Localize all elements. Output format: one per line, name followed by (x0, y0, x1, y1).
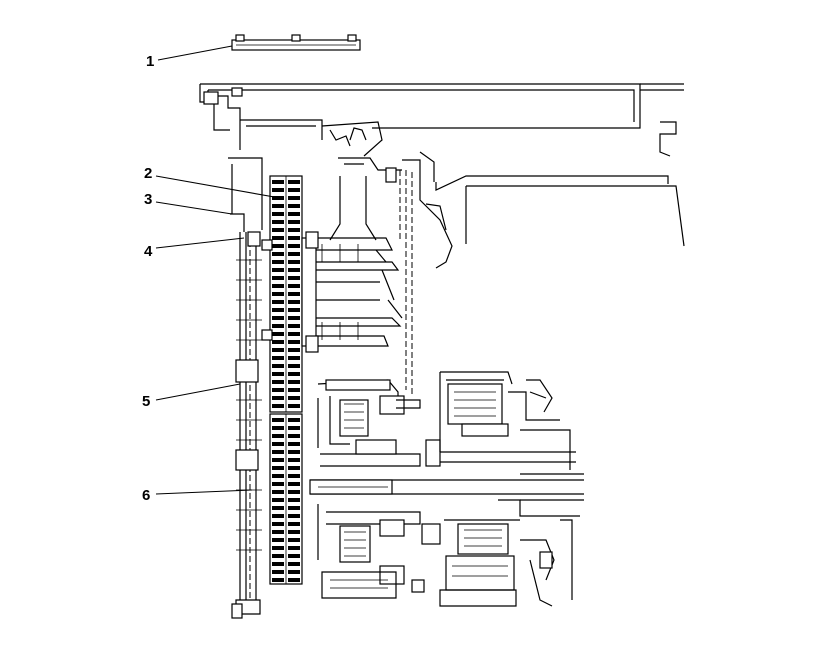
gear-hub (261, 237, 317, 347)
upper-housing (199, 83, 685, 269)
large-idler-gear-upper (269, 175, 303, 413)
callout-3: 3 (144, 191, 233, 215)
callout-label-1: 1 (146, 53, 154, 70)
left-housing-wall (228, 157, 263, 619)
large-idler-gear-lower (269, 413, 303, 585)
callout-1: 1 (146, 45, 233, 70)
callout-label-2: 2 (144, 165, 152, 182)
callout-6: 6 (142, 487, 253, 504)
callout-2: 2 (144, 165, 281, 199)
lower-output-assembly (317, 504, 573, 607)
callout-label-5: 5 (142, 393, 150, 410)
callout-5: 5 (142, 383, 241, 410)
middle-bearing-assembly (305, 231, 403, 353)
cover-plate (231, 34, 361, 51)
callout-4: 4 (144, 237, 245, 260)
callout-label-3: 3 (144, 191, 152, 208)
upper-bearing-assembly (321, 121, 413, 396)
callout-label-6: 6 (142, 487, 150, 504)
callout-label-4: 4 (144, 243, 153, 260)
lower-clutch-assembly (317, 371, 576, 470)
output-shaft (309, 473, 584, 517)
